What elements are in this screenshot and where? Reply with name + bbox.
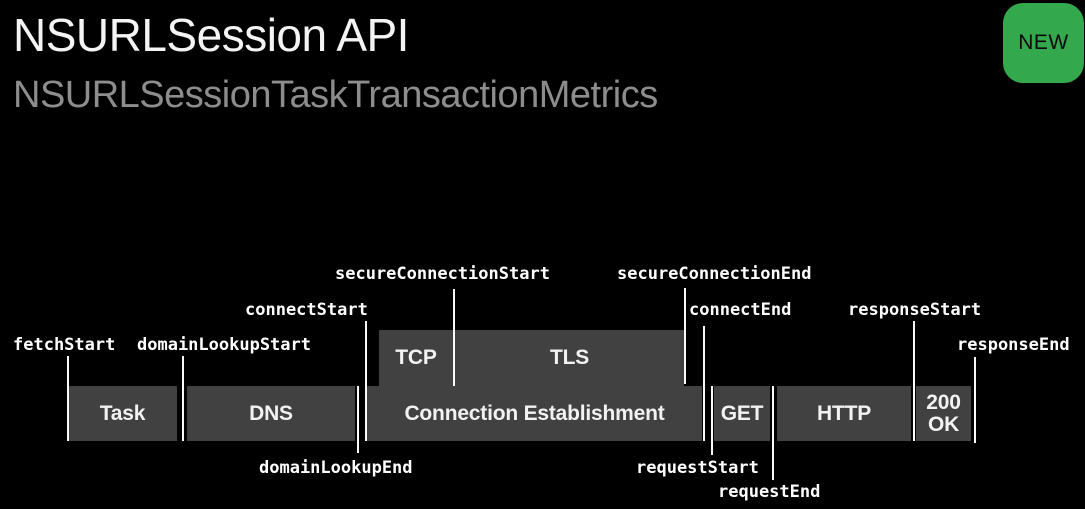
label-secureConnectionEnd: secureConnectionEnd [617,264,812,284]
label-requestStart: requestStart [636,458,759,478]
tick-domainLookupStart [182,356,184,441]
label-responseStart: responseStart [848,300,982,320]
tick-responseEnd [974,357,976,443]
label-responseEnd: responseEnd [957,335,1070,355]
tick-connectEnd [703,326,705,441]
label-fetchStart: fetchStart [13,335,116,355]
label-secureConnectionStart: secureConnectionStart [335,264,550,284]
tick-connectStart [365,321,367,441]
segment-label: TLS [549,346,590,369]
new-badge: NEW [1003,3,1084,83]
segment-label: GET [720,401,764,425]
tick-requestEnd [772,386,774,480]
label-domainLookupEnd: domainLookupEnd [259,458,413,478]
tick-secureConnectionEnd [684,288,686,384]
page-title: NSURLSession API [13,9,409,61]
label-connectEnd: connectEnd [689,300,792,320]
label-requestEnd: requestEnd [718,482,821,502]
label-domainLookupStart: domainLookupStart [137,335,311,355]
page-subtitle: NSURLSessionTaskTransactionMetrics [13,74,658,116]
segment-get: GET [714,386,770,441]
segment-tcp: TCP [379,330,453,386]
label-connectStart: connectStart [245,300,368,320]
segment-label: TCP [395,346,437,369]
segment-label: HTTP [816,401,872,425]
tick-fetchStart [67,356,69,441]
tick-secureConnectionStart [453,289,455,386]
new-badge-label: NEW [1018,31,1069,54]
segment-task: Task [68,386,177,441]
segment-label: Connection Establishment [404,401,665,425]
segment-tls: TLS [455,330,684,386]
tick-domainLookupEnd [357,386,359,453]
segment-connection-establishment: Connection Establishment [367,386,702,441]
segment-status-200-ok: 200 OK [916,386,971,441]
tick-requestStart [711,386,713,455]
segment-label: 200 OK [926,390,961,436]
segment-label: DNS [249,401,293,425]
segment-dns: DNS [187,386,355,441]
tick-responseStart [913,321,915,441]
segment-label: Task [99,401,146,425]
segment-http: HTTP [777,386,911,441]
